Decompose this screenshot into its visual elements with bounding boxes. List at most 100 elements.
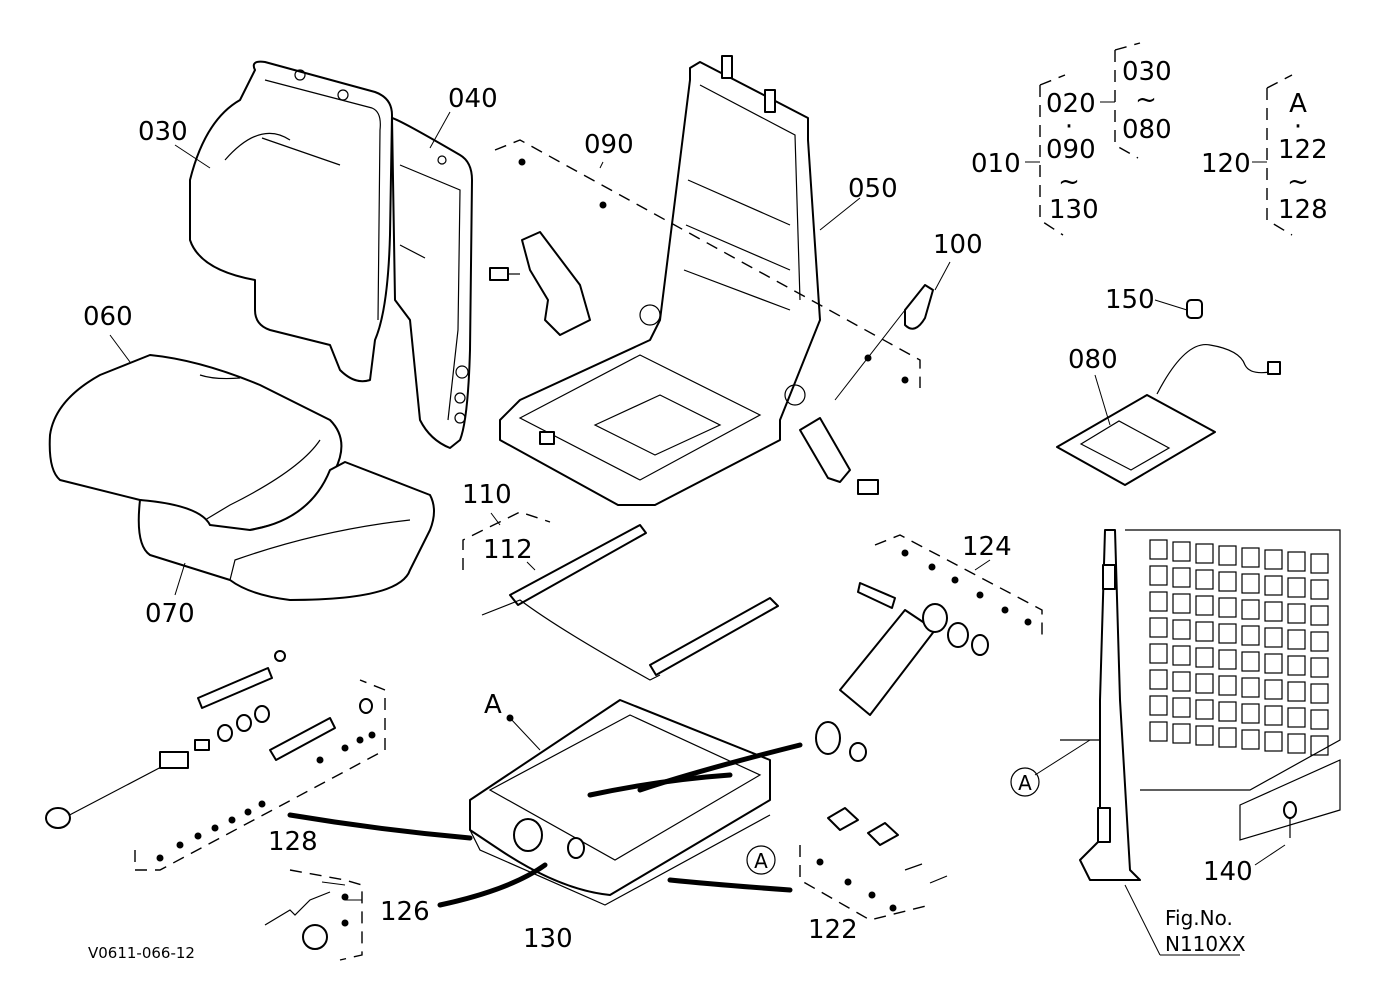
marker-dot (341, 893, 349, 901)
figure-label: Fig.No. (1165, 906, 1233, 930)
grid-hole (1310, 683, 1329, 704)
part-seat-belt-tongue[interactable] (799, 417, 879, 495)
arrow-122-to-base (667, 877, 793, 893)
grid-hole (1287, 733, 1306, 754)
grid-hole (1287, 681, 1306, 702)
part-suspension-springs[interactable] (45, 650, 373, 829)
grid-hole (1172, 645, 1191, 666)
callout-a[interactable]: A (484, 690, 502, 720)
marker-dot (816, 858, 824, 866)
grid-hole (1241, 703, 1260, 724)
part-lever[interactable] (904, 284, 934, 330)
callout-150[interactable]: 150 (1105, 285, 1155, 315)
part-seat-frame[interactable] (499, 55, 821, 506)
marker-dot (194, 832, 202, 840)
figure-number: N110XX (1165, 932, 1246, 956)
part-backrest-cushion[interactable] (189, 60, 393, 383)
marker-dot (868, 891, 876, 899)
grid-hole (1149, 565, 1168, 586)
callout-040[interactable]: 040 (448, 84, 498, 114)
grid-hole (1264, 601, 1283, 622)
callout-122[interactable]: 122 (808, 915, 858, 945)
grid-hole (1241, 651, 1260, 672)
part-wire-and-knob[interactable] (264, 891, 331, 950)
callout-100[interactable]: 100 (933, 230, 983, 260)
marker-dot (211, 824, 219, 832)
part-seat-base[interactable] (469, 699, 771, 906)
callout-124[interactable]: 124 (962, 532, 1012, 562)
part-seat-switch-pad[interactable] (1056, 343, 1281, 486)
grid-hole (1195, 569, 1214, 590)
grid-hole (1264, 679, 1283, 700)
callout-030[interactable]: 030 (138, 117, 188, 147)
ref-a-circle-base: A (746, 845, 776, 875)
callout-090[interactable]: 090 (584, 130, 634, 160)
legend-120-item: · (1294, 112, 1302, 142)
marker-dot (951, 576, 959, 584)
marker-dot (228, 816, 236, 824)
grid-hole (1172, 697, 1191, 718)
callout-130[interactable]: 130 (523, 924, 573, 954)
grid-hole (1310, 631, 1329, 652)
marker-dot (341, 919, 349, 927)
grid-hole (1218, 545, 1237, 566)
group-outline-122 (799, 845, 931, 921)
ref-a-circle-cab: A (1010, 767, 1040, 797)
callout-112[interactable]: 112 (483, 535, 533, 565)
marker-dot (928, 563, 936, 571)
callout-128[interactable]: 128 (268, 827, 318, 857)
part-seat-pan-cushion[interactable] (137, 461, 435, 601)
grid-hole (1287, 603, 1306, 624)
grid-hole (1218, 675, 1237, 696)
part-connector-cap[interactable] (1186, 299, 1203, 319)
grid-hole (1172, 541, 1191, 562)
grid-hole (1264, 731, 1283, 752)
grid-hole (1264, 653, 1283, 674)
grid-hole (1218, 571, 1237, 592)
callout-110[interactable]: 110 (462, 480, 512, 510)
group-outline-120 (1266, 74, 1293, 236)
part-slide-rails[interactable] (481, 524, 779, 681)
callout-140[interactable]: 140 (1203, 857, 1253, 887)
grid-hole (1310, 657, 1329, 678)
marker-dot (316, 756, 324, 764)
assembly-arrows (287, 742, 803, 908)
grid-hole (1195, 725, 1214, 746)
grid-hole (1264, 575, 1283, 596)
arrow-126-to-base (437, 862, 548, 908)
callout-060[interactable]: 060 (83, 302, 133, 332)
ref-a-label: A (754, 849, 768, 873)
grid-hole (1195, 699, 1214, 720)
callout-080[interactable]: 080 (1068, 345, 1118, 375)
callout-050[interactable]: 050 (848, 174, 898, 204)
part-backrest-shell[interactable] (391, 117, 473, 449)
group-outline-110 (462, 511, 551, 570)
grid-hole (1287, 629, 1306, 650)
grid-hole (1264, 549, 1283, 570)
part-seat-cushion[interactable] (48, 354, 343, 531)
grid-hole (1241, 599, 1260, 620)
leader-lines (109, 101, 1286, 956)
marker-dot (176, 841, 184, 849)
grid-hole (1218, 701, 1237, 722)
marker-dot (368, 731, 376, 739)
grid-hole (1264, 705, 1283, 726)
group-outline-128 (134, 679, 386, 871)
legend-010-item: 130 (1049, 195, 1099, 225)
grid-hole (1149, 721, 1168, 742)
legend-020-item: 080 (1122, 115, 1172, 145)
marker-dot (599, 201, 607, 209)
part-damper[interactable] (815, 582, 989, 762)
grid-hole (1195, 543, 1214, 564)
grid-hole (1310, 709, 1329, 730)
grid-hole (1195, 621, 1214, 642)
part-clips[interactable] (827, 807, 948, 884)
grid-hole (1218, 649, 1237, 670)
legend-020: 030 ~ 080 (1122, 57, 1172, 145)
callout-070[interactable]: 070 (145, 599, 195, 629)
callout-126[interactable]: 126 (380, 897, 430, 927)
part-seat-belt-retractor[interactable] (489, 231, 591, 336)
group-outline-126 (289, 869, 363, 961)
marker-dot (244, 808, 252, 816)
